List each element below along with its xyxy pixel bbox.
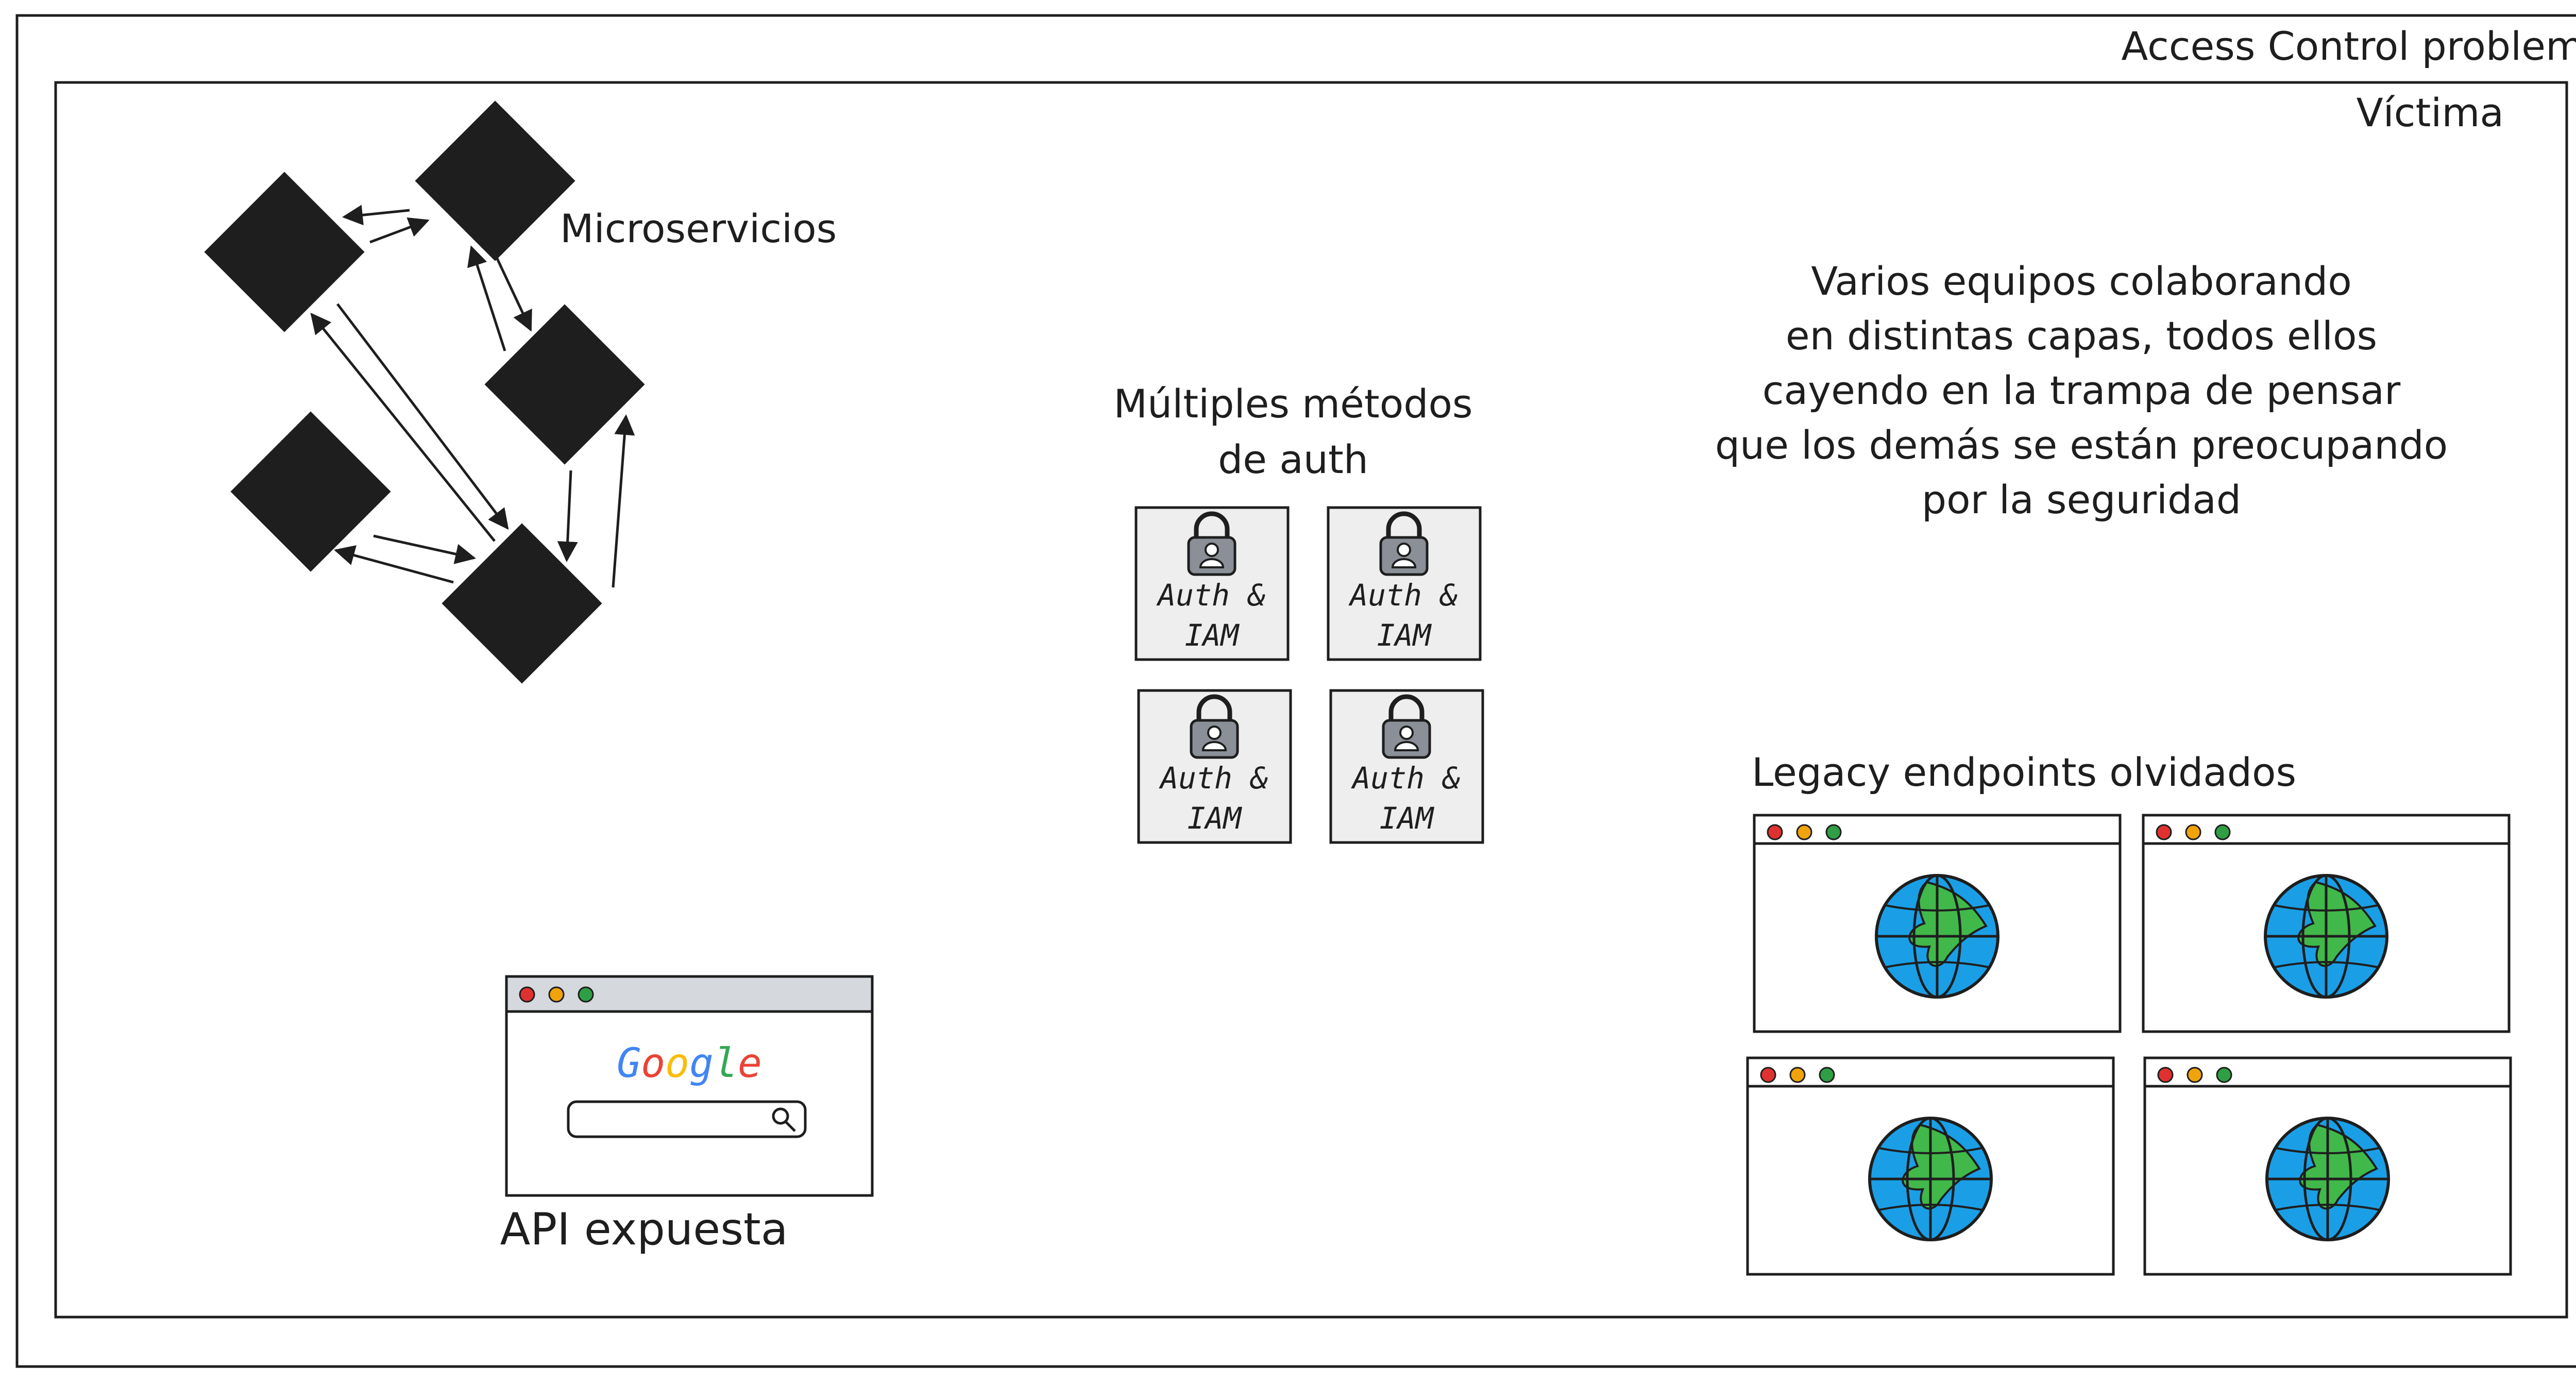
auth-label-line-2: de auth <box>1218 436 1368 482</box>
teams-note-line-1: Varios equipos colaborando <box>1811 258 2352 304</box>
microservice-node <box>443 525 600 682</box>
legacy-endpoint-window <box>1748 1058 2113 1274</box>
tile-label-line-1: Auth & <box>1159 761 1268 796</box>
window-maximize-dot <box>2217 1068 2231 1082</box>
google-logo-letter: l <box>714 1040 738 1087</box>
legacy-endpoint-window <box>1754 815 2120 1032</box>
google-logo-letter: g <box>689 1040 714 1087</box>
teams-note-line-5: por la seguridad <box>1922 477 2241 523</box>
window-maximize-dot <box>1826 825 1841 839</box>
globe-icon <box>2267 1118 2388 1240</box>
window-maximize-dot <box>579 987 593 1002</box>
window-minimize-dot <box>1797 825 1811 839</box>
teams-note-line-2: en distintas capas, todos ellos <box>1786 313 2377 359</box>
tile-label-line-1: Auth & <box>1348 578 1458 613</box>
globe-icon <box>1876 875 1998 997</box>
arrow <box>567 470 571 560</box>
legacy-endpoint-window <box>2143 815 2509 1032</box>
microservice-node <box>486 306 643 463</box>
api-search-input[interactable] <box>568 1102 805 1137</box>
microservices-cluster: Microservicios <box>206 102 837 682</box>
microservice-node <box>416 102 573 259</box>
victim-zone-label: Víctima <box>2357 90 2504 136</box>
microservice-node <box>232 413 389 570</box>
tile-label-line-2: IAM <box>1377 618 1432 653</box>
window-close-dot <box>520 987 534 1002</box>
api-browser-window: Google API expuesta <box>500 976 872 1255</box>
window-maximize-dot <box>1820 1068 1834 1082</box>
auth-iam-tile: Auth & IAM <box>1136 508 1288 660</box>
teams-note-line-3: cayendo en la trampa de pensar <box>1762 367 2401 413</box>
google-logo: Google <box>617 1040 762 1087</box>
legacy-label: Legacy endpoints olvidados <box>1752 749 2296 795</box>
auth-iam-tile: Auth & IAM <box>1139 690 1291 842</box>
google-logo-letter: G <box>617 1040 641 1087</box>
arrow <box>336 550 453 582</box>
legacy-windows <box>1748 815 2511 1274</box>
tile-label-line-1: Auth & <box>1351 761 1461 796</box>
auth-iam-tile: Auth & IAM <box>1328 508 1480 660</box>
teams-note-line-4: que los demás se están preocupando <box>1715 422 2448 468</box>
teams-note: Varios equipos colaborando en distintas … <box>1715 258 2448 523</box>
api-label: API expuesta <box>500 1204 788 1255</box>
window-minimize-dot <box>2188 1068 2202 1082</box>
globe-icon <box>1870 1118 1991 1240</box>
google-logo-letter: e <box>738 1040 762 1087</box>
diagram-title: Access Control problem <box>2121 23 2576 69</box>
google-logo-letter: o <box>641 1040 665 1087</box>
legacy-endpoints-group: Legacy endpoints olvidados <box>1748 749 2511 1274</box>
arrow <box>613 416 626 587</box>
legacy-endpoint-window <box>2145 1058 2511 1274</box>
tile-label-line-2: IAM <box>1380 801 1435 836</box>
tile-label-line-1: Auth & <box>1156 578 1266 613</box>
window-minimize-dot <box>549 987 564 1002</box>
window-close-dot <box>2158 1068 2173 1082</box>
tile-label-line-2: IAM <box>1188 801 1243 836</box>
auth-methods-group: Múltiples métodos de auth Auth &IAMAuth … <box>1113 381 1483 842</box>
window-close-dot <box>1761 1068 1775 1082</box>
arrow <box>489 242 531 330</box>
auth-tiles: Auth & IAM Auth & IAM Auth & IAM Auth & IAM <box>1136 508 1483 842</box>
microservices-label: Microservicios <box>560 206 837 251</box>
window-minimize-dot <box>2186 825 2200 839</box>
arrow <box>374 536 474 558</box>
window-minimize-dot <box>1790 1068 1805 1082</box>
arrow <box>370 221 428 242</box>
google-logo-letter: o <box>665 1040 689 1087</box>
window-close-dot <box>2157 825 2171 839</box>
arrow <box>344 210 410 217</box>
globe-icon <box>2265 875 2387 997</box>
auth-iam-tile: Auth & IAM <box>1331 690 1483 842</box>
window-maximize-dot <box>2215 825 2230 839</box>
tile-label-line-2: IAM <box>1185 618 1240 653</box>
auth-label-line-1: Múltiples métodos <box>1113 381 1472 427</box>
window-close-dot <box>1768 825 1782 839</box>
